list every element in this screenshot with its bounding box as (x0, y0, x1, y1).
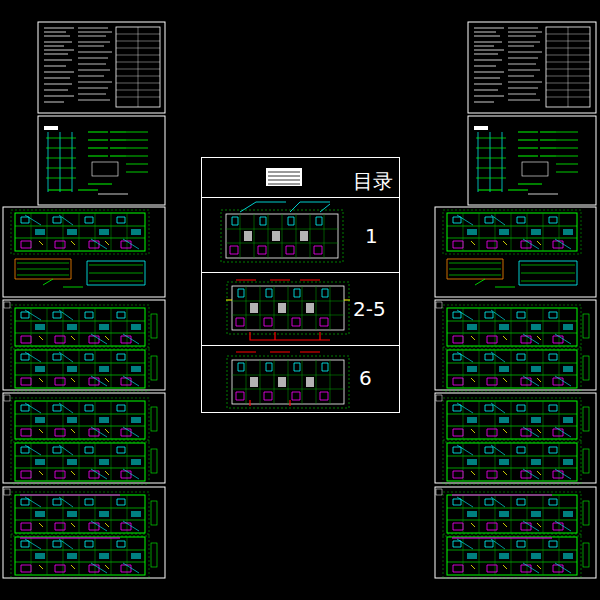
sheet-frame (38, 22, 165, 113)
index-cell: 目录 (201, 157, 400, 198)
index-cell: 1 (201, 197, 400, 273)
leader-lines (240, 202, 330, 212)
legend-sheet (474, 126, 578, 194)
sheet-frame (3, 207, 165, 297)
sheet-frame (3, 487, 165, 578)
red-lines (236, 280, 330, 340)
index-cell: 6 (201, 345, 400, 413)
plan-sheet (11, 210, 149, 287)
notes-sheet (44, 27, 160, 107)
cell-label: 2-5 (353, 299, 386, 319)
sheet-frame (435, 393, 596, 483)
index-table-lines (268, 172, 300, 184)
notes-sheet (474, 27, 590, 107)
floor-plan (227, 356, 349, 408)
sheet-frame (3, 300, 165, 390)
cell-label: 1 (365, 226, 378, 246)
sheet-frame (435, 487, 596, 578)
sheet-frame (435, 300, 596, 390)
cell-label: 目录 (353, 171, 393, 191)
plan-pair (436, 302, 589, 391)
legend-sheet (44, 126, 148, 194)
plan-pair (436, 489, 589, 578)
sheet-frame (468, 116, 596, 205)
sheet-frame (468, 22, 596, 113)
red-lines (236, 352, 320, 406)
cell-label: 6 (359, 368, 372, 388)
index-table (266, 168, 302, 186)
plan-sheet (443, 210, 581, 287)
magenta-wiring (20, 495, 120, 538)
magenta-wiring (452, 495, 552, 538)
yellow-marks (226, 300, 350, 301)
sheet-frame (38, 116, 165, 205)
plan-pair (436, 395, 589, 484)
floor-plan (221, 210, 343, 262)
plan-pair (4, 489, 157, 578)
plan-pair (4, 302, 157, 391)
sheet-frame (3, 393, 165, 483)
plan-pair (4, 395, 157, 484)
index-cell: 2-5 (201, 272, 400, 346)
sheet-frame (435, 207, 596, 297)
floor-plan (227, 282, 349, 334)
